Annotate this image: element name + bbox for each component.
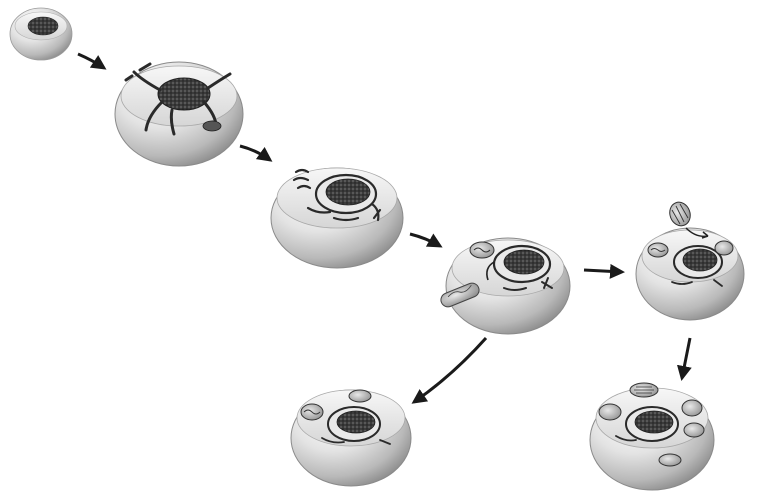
cell-stage-3 [268, 156, 406, 270]
cell-stage-6 [288, 378, 414, 490]
cell-stage-2 [112, 50, 247, 168]
mitochondrion [469, 241, 495, 259]
chloroplast [629, 382, 659, 398]
mitochondrion [714, 240, 734, 256]
engulfing-arrow [486, 261, 495, 281]
mitochondrion [658, 453, 682, 467]
cell-stage-4 [438, 228, 574, 338]
chloroplast [683, 422, 705, 438]
cell-stage-5 [632, 200, 750, 328]
nucleus [27, 16, 59, 36]
nucleus [682, 248, 718, 272]
mitochondrion [647, 242, 669, 258]
nucleus [336, 410, 376, 434]
nucleus [325, 178, 371, 206]
cell-stage-1 [8, 2, 74, 62]
arrow-4-to-5 [583, 263, 625, 279]
mitochondrion [300, 403, 324, 421]
nucleus [503, 249, 545, 275]
incoming-bacterium [440, 282, 480, 308]
nucleus [634, 410, 674, 434]
arrow-1-to-2 [77, 52, 107, 70]
mitochondrion [348, 389, 372, 403]
mitochondrion [598, 403, 622, 421]
mitochondrion [681, 399, 703, 417]
arrow-4-to-6 [411, 336, 488, 404]
arrow-3-to-4 [409, 232, 443, 248]
arrow-5-to-7 [676, 337, 692, 381]
nucleus [157, 77, 211, 111]
endomembrane-folds [292, 168, 382, 222]
cell-stage-7 [586, 376, 718, 494]
incoming-cyanobacterium [669, 201, 691, 227]
